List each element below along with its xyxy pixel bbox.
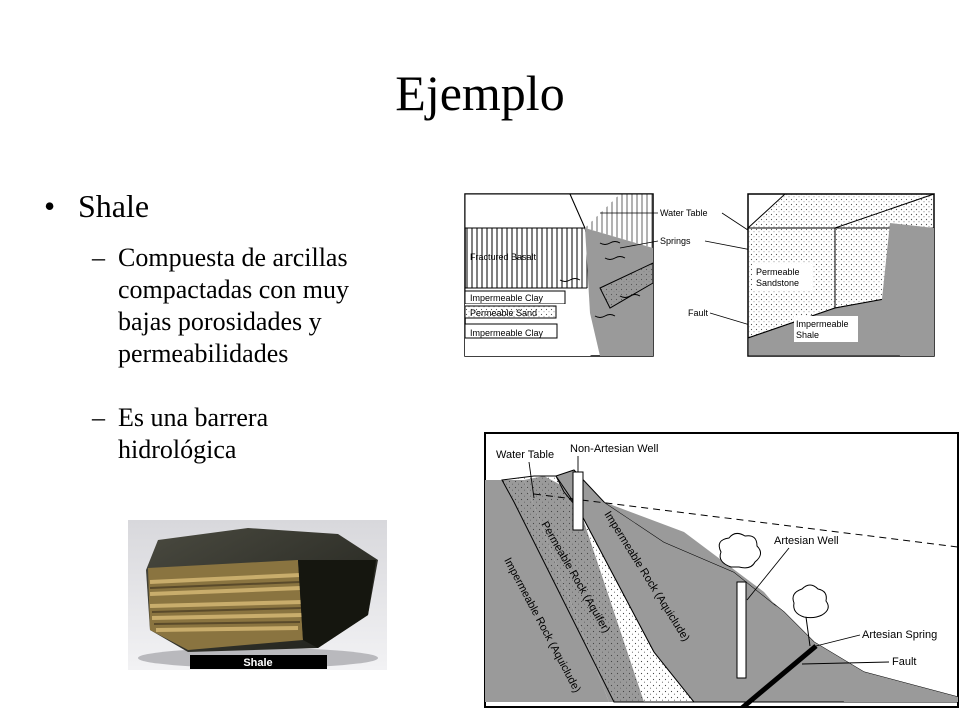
label-permeable-sand: Permeable Sand (470, 308, 537, 318)
non-artesian-well (572, 471, 584, 531)
text-line: bajas porosidades y (118, 307, 322, 336)
label-fractured-basalt: Fractured Basalt (470, 252, 537, 262)
shale-photo: Shale (128, 520, 387, 670)
slide-title: Ejemplo (395, 65, 565, 121)
photo-caption: Shale (243, 657, 272, 669)
label-permeable-sandstone-2: Sandstone (756, 278, 799, 288)
bullet-dot: • (44, 188, 56, 224)
dash-marker: – (92, 403, 105, 432)
label-non-artesian-well: Non-Artesian Well (570, 443, 658, 455)
springs-diagram: Fractured Basalt Impermeable Clay Permea… (464, 193, 935, 357)
label-springs: Springs (660, 236, 691, 246)
label-permeable-sandstone-1: Permeable (756, 267, 800, 277)
subbullet-text: Compuesta de arcillas compactadas con mu… (118, 242, 349, 370)
spring-flow-arrows (559, 241, 641, 318)
text-line: hidrológica (118, 435, 237, 464)
label-artesian-spring: Artesian Spring (862, 629, 937, 641)
artesian-well (736, 581, 747, 679)
label-water-table: Water Table (496, 449, 554, 461)
left-block: Fractured Basalt Impermeable Clay Permea… (464, 193, 654, 357)
label-impermeable-shale-2: Shale (796, 330, 819, 340)
text-line: compactadas con muy (118, 275, 350, 304)
label-water-table: Water Table (660, 208, 708, 218)
artesian-diagram: Water Table Non-Artesian Well Artesian W… (484, 432, 959, 708)
label-fault: Fault (892, 656, 916, 668)
text-line: Compuesta de arcillas (118, 243, 348, 272)
label-artesian-well: Artesian Well (774, 535, 839, 547)
label-impermeable-clay-1: Impermeable Clay (470, 293, 544, 303)
right-block: Permeable Sandstone Impermeable Shale (746, 193, 935, 357)
dash-marker: – (92, 243, 105, 272)
label-fault: Fault (688, 308, 709, 318)
label-impermeable-shale-1: Impermeable (796, 319, 849, 329)
fault-line (740, 644, 818, 708)
bullet-text: Shale (78, 188, 150, 224)
subbullet-text: Es una barrera hidrológica (118, 402, 268, 466)
bottom-leaders (528, 456, 890, 665)
text-line: permeabilidades (118, 339, 289, 368)
label-impermeable-clay-2: Impermeable Clay (470, 328, 544, 338)
text-line: Es una barrera (118, 403, 269, 432)
